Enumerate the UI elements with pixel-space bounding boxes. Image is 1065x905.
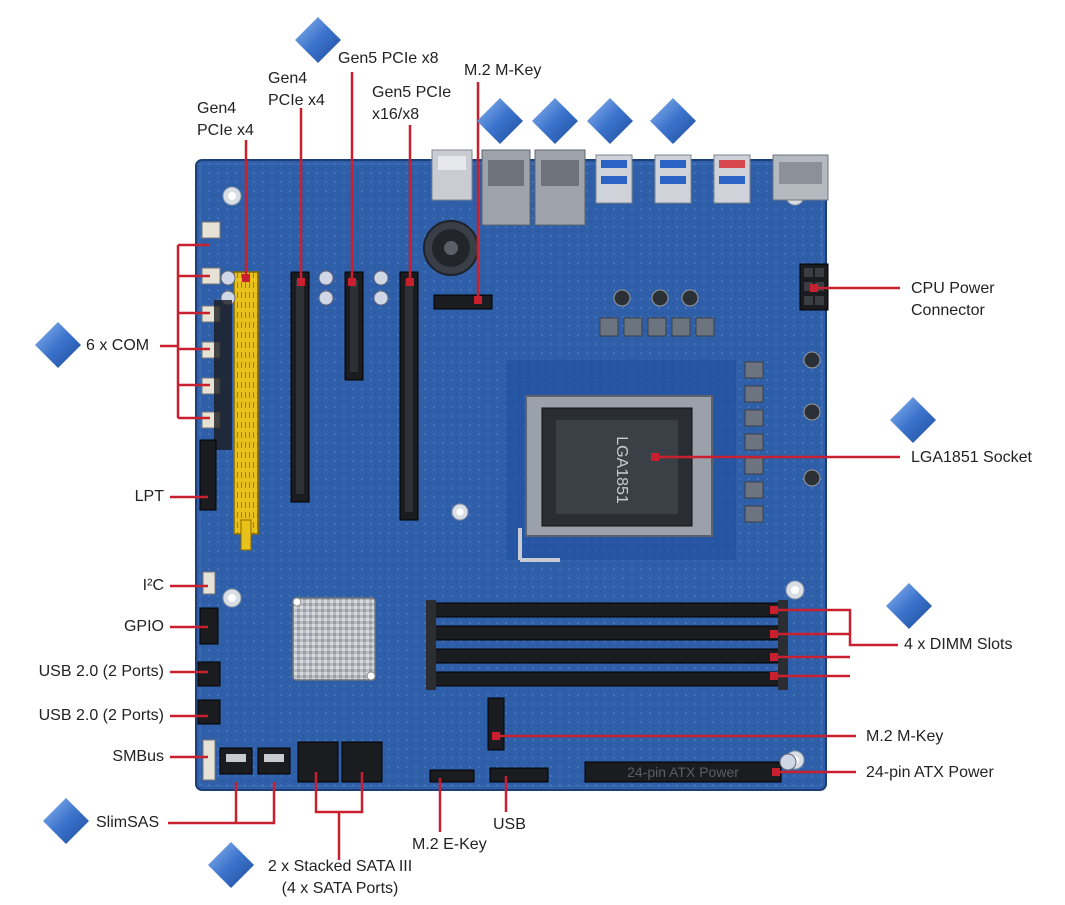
- label-atx-power: 24-pin ATX Power: [866, 764, 994, 781]
- label-usb20-b: USB 2.0 (2 Ports): [38, 707, 164, 724]
- rear-io-ports: [431, 149, 829, 226]
- diamond-icon: [587, 98, 633, 144]
- diamond-icon: [477, 98, 523, 144]
- com-headers: [201, 221, 232, 450]
- diamond-icon: [886, 583, 932, 629]
- label-cpu-power-1: CPU Power: [911, 280, 995, 297]
- label-usb20-a: USB 2.0 (2 Ports): [38, 663, 164, 680]
- socket-marking: LGA1851: [613, 436, 630, 504]
- label-smbus: SMBus: [112, 748, 164, 765]
- label-gen4-pcie-mid-2: PCIe x4: [268, 92, 325, 109]
- chipset-heatsink: [292, 597, 376, 681]
- usb20-header-a: [197, 661, 221, 687]
- label-lpt: LPT: [134, 488, 164, 505]
- diamond-icon: [532, 98, 578, 144]
- usb20-header-b: [197, 699, 221, 725]
- label-dimm: 4 x DIMM Slots: [904, 636, 1013, 653]
- smbus-header: [202, 739, 216, 781]
- label-usb: USB: [493, 816, 526, 833]
- vrm-chokes: [599, 289, 821, 523]
- atx-24pin-connector: 24-pin ATX Power: [584, 761, 782, 783]
- label-gen5-pcie-x8: Gen5 PCIe x8: [338, 50, 439, 67]
- label-i2c: I²C: [142, 577, 164, 594]
- label-gen4-pcie-left-2: PCIe x4: [197, 122, 254, 139]
- diamond-icon: [295, 17, 341, 63]
- cmos-battery: [423, 220, 479, 276]
- label-com: 6 x COM: [86, 337, 150, 354]
- diamond-icon: [43, 798, 89, 844]
- label-gen5-pcie-x16-1: Gen5 PCIe: [372, 84, 452, 101]
- label-sata-1: 2 x Stacked SATA III: [267, 858, 413, 875]
- decorative-diamonds: [35, 17, 936, 888]
- label-slimsas: SlimSAS: [96, 814, 160, 831]
- label-gen4-pcie-mid-1: Gen4: [268, 70, 308, 87]
- label-m2-ekey: M.2 E-Key: [412, 836, 487, 853]
- label-lga-socket: LGA1851 Socket: [911, 449, 1032, 466]
- label-gen4-pcie-left-1: Gen4: [197, 100, 237, 117]
- label-m2-mkey-top: M.2 M-Key: [464, 62, 542, 79]
- m2-mkey-bottom-slot: [487, 697, 505, 751]
- dimm-slots: [426, 600, 788, 690]
- slimsas-connectors: [219, 747, 291, 775]
- i2c-header: [202, 571, 216, 595]
- m2-ekey-slot: [429, 769, 475, 783]
- bottom-capacitor: [779, 753, 797, 771]
- usb-header-bottom: [489, 767, 549, 783]
- diamond-icon: [890, 397, 936, 443]
- label-sata-2: (4 x SATA Ports): [281, 880, 399, 897]
- diamond-icon: [650, 98, 696, 144]
- label-m2-mkey-bottom: M.2 M-Key: [866, 728, 944, 745]
- lga1851-socket: LGA1851: [506, 360, 736, 562]
- pcie-slots: [220, 270, 419, 551]
- lpt-header: [199, 439, 217, 511]
- atx-silk-text: 24-pin ATX Power: [627, 764, 739, 780]
- diamond-icon: [208, 842, 254, 888]
- label-gpio: GPIO: [123, 618, 164, 635]
- m2-mkey-top-slot: [433, 294, 493, 310]
- sata-connectors: [297, 741, 383, 783]
- label-cpu-power-2: Connector: [911, 302, 985, 319]
- callout-dots: [242, 274, 818, 776]
- label-gen5-pcie-x16-2: x16/x8: [372, 106, 420, 123]
- callout-lines: [160, 72, 900, 860]
- diamond-icon: [35, 322, 81, 368]
